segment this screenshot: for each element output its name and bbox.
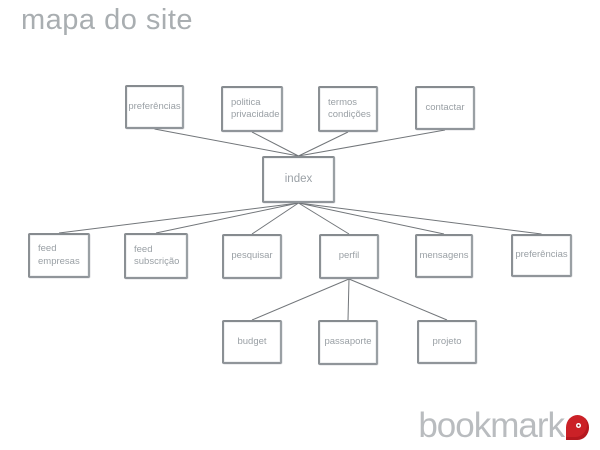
connector-line [348, 278, 448, 321]
diagram-node-preferencias-top: preferências [125, 85, 184, 129]
bookmark-pin-icon [566, 415, 589, 440]
connector-line [251, 278, 350, 321]
connector-line [154, 128, 299, 157]
connector-line [251, 131, 299, 157]
diagram-node-passaporte: passaporte [318, 320, 378, 365]
connector-line [347, 278, 350, 321]
connector-line [251, 202, 299, 235]
diagram-node-politica-privacidade: politica privacidade [221, 86, 283, 132]
diagram-node-projeto: projeto [417, 320, 477, 364]
diagram-node-feed-empresas: feed empresas [28, 233, 90, 278]
connector-line [298, 131, 349, 157]
diagram-node-mensagens: mensagens [415, 234, 473, 278]
connector-line [298, 129, 446, 157]
connector-line [58, 202, 299, 234]
diagram-node-termos-condicoes: termos condições [318, 86, 378, 132]
connector-line [298, 202, 350, 235]
diagram-node-pesquisar: pesquisar [222, 234, 282, 279]
connector-line [155, 202, 299, 234]
connector-line [298, 202, 542, 235]
bookmark-logo: bookmark [418, 406, 589, 446]
diagram-node-contactar: contactar [415, 86, 475, 130]
diagram-node-feed-subscricao: feed subscrição [124, 233, 188, 279]
diagram-node-budget: budget [222, 320, 282, 364]
diagram-node-preferencias: preferências [511, 234, 572, 277]
diagram-node-index: index [262, 156, 335, 203]
diagram-node-perfil: perfil [319, 234, 379, 279]
connector-line [298, 202, 445, 235]
logo-text: bookmark [418, 406, 565, 446]
page-title: mapa do site [21, 4, 194, 36]
